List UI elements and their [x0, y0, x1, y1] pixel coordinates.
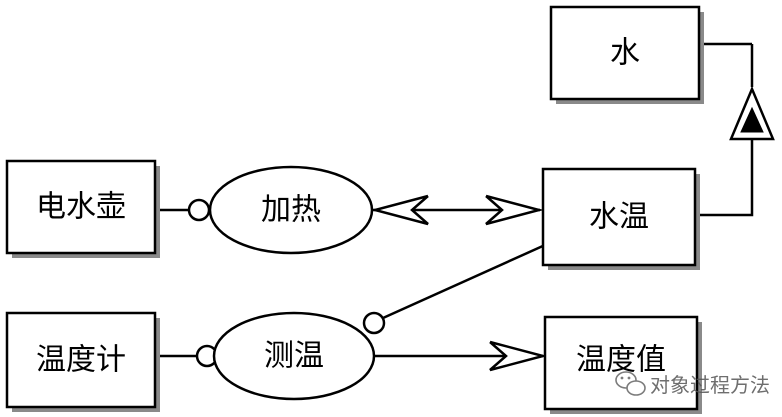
watermark-text: 对象过程方法: [650, 373, 770, 397]
exhibition-link-inner-triangle: [740, 106, 764, 133]
object-temp-value: 温度值: [543, 315, 702, 414]
exhibition-link-line: [700, 140, 754, 217]
object-water-label: 水: [610, 36, 640, 71]
instrument-link-circle: [362, 311, 386, 335]
agent-link-circle-kettle: [187, 198, 211, 222]
effect-link-arrowhead-left: [370, 194, 429, 226]
wechat-icon: [615, 371, 646, 396]
object-water-temp: 水温: [541, 167, 700, 270]
object-thermometer-label: 温度计: [36, 343, 126, 378]
object-water: 水: [549, 5, 704, 104]
object-kettle-label: 电水壶: [36, 190, 126, 225]
process-heat: 加热: [208, 165, 374, 255]
object-kettle: 电水壶: [5, 159, 160, 258]
process-measure-temp-label: 测温: [264, 339, 324, 374]
object-temp-value-label: 温度值: [576, 343, 666, 378]
result-link-arrowhead: [489, 340, 548, 372]
instrument-link-measure-water-temp: [382, 243, 546, 320]
effect-link-arrowhead-right: [485, 194, 544, 226]
watermark: 对象过程方法: [615, 371, 770, 397]
object-thermometer: 温度计: [5, 311, 160, 412]
process-measure-temp: 测温: [212, 311, 376, 401]
object-water-temp-label: 水温: [589, 200, 649, 235]
process-heat-label: 加热: [261, 193, 321, 228]
